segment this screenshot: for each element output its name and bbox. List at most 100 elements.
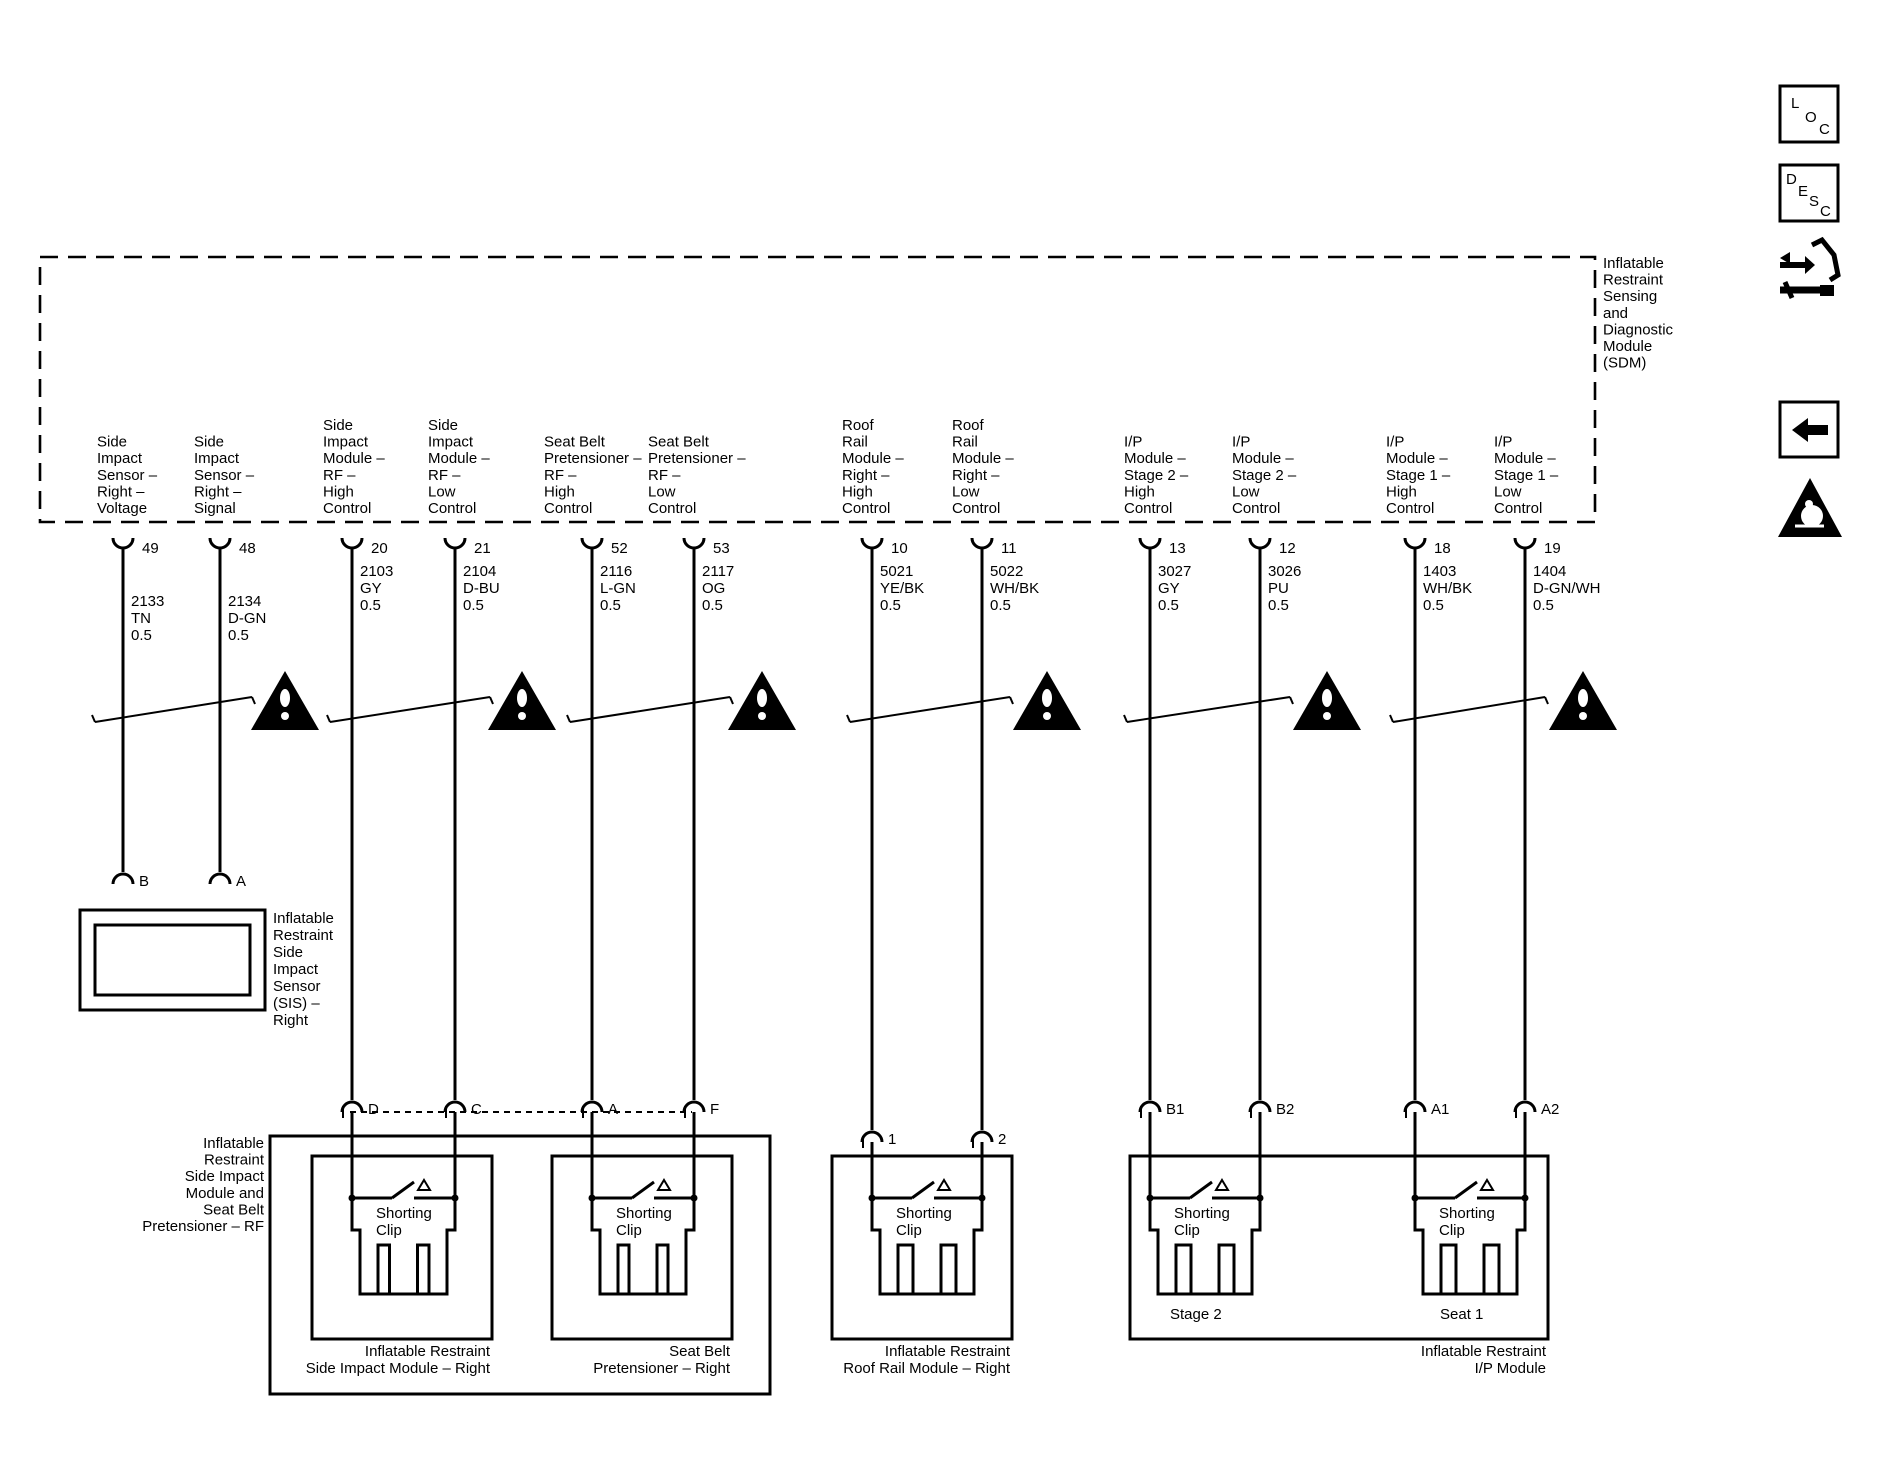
wire-gauge: 0.5 (228, 627, 249, 644)
pin-function-label: High (323, 483, 354, 500)
pin-function-label: High (544, 483, 575, 500)
svg-text:O: O (1805, 109, 1817, 126)
wire-gauge: 0.5 (1533, 597, 1554, 614)
pin-function-label: Low (648, 483, 676, 500)
wire-color: PU (1268, 580, 1289, 597)
component-terminal-B1: B1 (1138, 1100, 1184, 1118)
wire-color: WH/BK (1423, 580, 1472, 597)
terminal-label: B2 (1276, 1101, 1294, 1118)
terminal-label: A1 (1431, 1101, 1449, 1118)
caution-triangle-icon[interactable] (1549, 671, 1617, 730)
roof-rail-module-box (830, 1154, 1014, 1341)
loc-button-icon: L (1791, 95, 1799, 112)
terminal-label: A (236, 873, 246, 890)
pin-function-label: Module – (1232, 450, 1294, 467)
pin-function-label: RF – (428, 467, 461, 484)
sdm-terminal (208, 537, 232, 550)
shorting-clip-label: Clip (376, 1222, 402, 1239)
circuit-number: 5021 (880, 563, 913, 580)
back-button[interactable] (1778, 400, 1840, 459)
pin-function-label: Right – (194, 483, 242, 500)
caution-triangle-icon[interactable] (1013, 671, 1081, 730)
pin-function-label: Stage 2 – (1124, 467, 1189, 484)
pin-function-label: Module – (1386, 450, 1448, 467)
pin-number: 52 (611, 540, 628, 557)
pin-function-label: Side (428, 417, 458, 434)
sdm-label-line: and (1603, 305, 1628, 322)
sdm-terminal (1138, 537, 1162, 550)
ip-module-caption: I/P Module (1475, 1360, 1546, 1377)
desc-button[interactable]: D E S C (1778, 163, 1840, 223)
terminal-label: C (471, 1101, 482, 1118)
svg-text:C: C (1819, 121, 1830, 138)
sdm-terminal (111, 537, 135, 550)
pin-function-label: Impact (428, 434, 474, 451)
pin-number: 19 (1544, 540, 1561, 557)
sdm-terminal (1403, 537, 1427, 550)
caution-triangle-icon[interactable] (488, 671, 556, 730)
wire-gauge: 0.5 (463, 597, 484, 614)
pin-function-label: Low (1232, 483, 1260, 500)
pin-function-label: Module – (842, 450, 904, 467)
sis-label-line: Side (273, 944, 303, 961)
caution-triangle-icon[interactable] (728, 671, 796, 730)
side-impact-sensor-label: InflatableRestraintSideImpactSensor(SIS)… (273, 910, 334, 1029)
pin-function-label: Signal (194, 500, 236, 517)
group-label-line: Seat Belt (203, 1201, 265, 1218)
airbag-warning-button[interactable] (1778, 478, 1842, 537)
desc-button-icon: D (1786, 171, 1797, 188)
pin-number: 12 (1279, 540, 1296, 557)
pin-number: 11 (1001, 540, 1017, 557)
shorting-clip-label: Shorting (1439, 1205, 1495, 1222)
wire-color: OG (702, 580, 725, 597)
wire-gauge: 0.5 (1268, 597, 1289, 614)
pin-function-label: Right – (842, 467, 890, 484)
sdm-label-line: Restraint (1603, 272, 1664, 289)
pin-function-label: Stage 1 – (1494, 467, 1559, 484)
pin-number: 20 (371, 540, 388, 557)
wire-color: WH/BK (990, 580, 1039, 597)
shorting-clip-label: Clip (616, 1222, 642, 1239)
sdm-terminal (970, 537, 994, 550)
circuit-number: 2133 (131, 593, 164, 610)
side-impact-module-caption: Inflatable Restraint (365, 1343, 491, 1360)
caution-triangle-icon[interactable] (251, 671, 319, 730)
pin-function-label: Voltage (97, 500, 147, 517)
shorting-clip-label: Clip (896, 1222, 922, 1239)
splice-break-icon (569, 696, 731, 723)
pin-function-label: Control (1494, 500, 1542, 517)
shorting-clips: ShortingClipShortingClipShortingClipShor… (348, 1178, 1529, 1296)
svg-text:S: S (1809, 193, 1819, 210)
pin-function-label: High (1386, 483, 1417, 500)
caution-triangle-icon[interactable] (1293, 671, 1361, 730)
pin-function-label: Control (1232, 500, 1280, 517)
circuit-number: 2117 (702, 563, 734, 580)
pin-function-label: Low (952, 483, 980, 500)
pin-function-label: Rail (842, 434, 868, 451)
pin-function-label: Stage 2 – (1232, 467, 1297, 484)
pin-number: 10 (891, 540, 908, 557)
component-terminal-F: F (682, 1100, 719, 1118)
seat-1-label: Seat 1 (1440, 1306, 1483, 1323)
sis-label-line: Inflatable (273, 910, 334, 927)
shorting-clip-label: Clip (1174, 1222, 1200, 1239)
connector-view-button[interactable] (1780, 236, 1841, 300)
connector-view-icon (1780, 236, 1841, 300)
component-terminal-A1: A1 (1403, 1100, 1449, 1118)
loc-button[interactable]: L O C (1778, 84, 1840, 144)
pin-number: 18 (1434, 540, 1451, 557)
splice-break-icon (849, 696, 1011, 723)
component-terminal-D: D (340, 1100, 379, 1118)
splice-break-icon (329, 696, 491, 723)
pin-function-label: I/P (1232, 434, 1250, 451)
pin-function-label: Side (97, 434, 127, 451)
wire-color: D-BU (463, 580, 500, 597)
